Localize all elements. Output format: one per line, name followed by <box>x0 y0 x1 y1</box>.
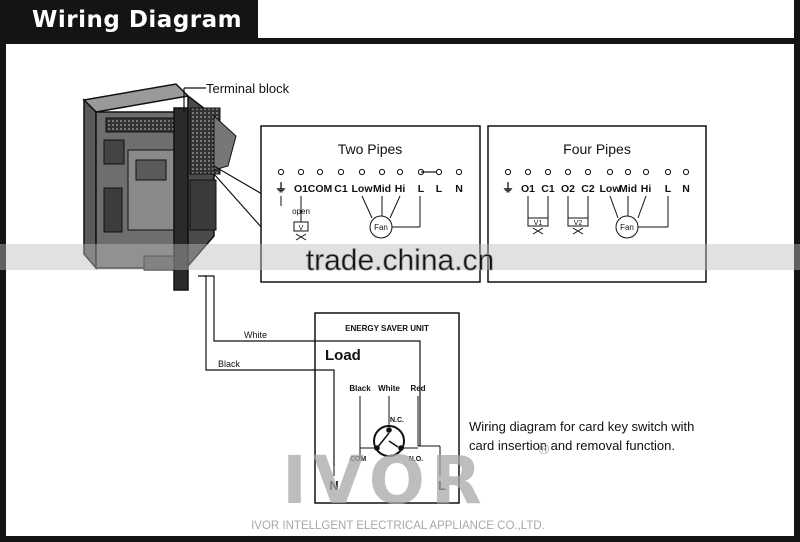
white-terminal-label: White <box>378 384 400 393</box>
valve2-label: V2 <box>574 220 583 227</box>
terminal-screw-icon <box>642 168 650 176</box>
valve1-label: V1 <box>534 220 543 227</box>
ivor-logo: IVOR <box>282 442 487 519</box>
terminal-label: Hi <box>641 183 652 195</box>
com-label: COM <box>350 456 367 463</box>
terminal-screw-icon <box>682 168 690 176</box>
terminal-screw-icon <box>337 168 345 176</box>
live-label: L <box>438 478 446 493</box>
terminal-screw-icon <box>435 168 443 176</box>
white-wire <box>204 275 421 446</box>
terminal-label: L <box>418 183 425 195</box>
red-terminal-label: Red <box>410 384 425 393</box>
terminal-label: Low <box>352 183 374 195</box>
terminal-screw-icon <box>606 168 614 176</box>
registered-mark: ® <box>537 442 551 458</box>
terminal-screw-icon <box>358 168 366 176</box>
terminal-label: COM <box>308 183 333 195</box>
terminal-label: L <box>436 183 443 195</box>
terminal-label: C1 <box>334 183 348 195</box>
terminal-screw-icon <box>297 168 305 176</box>
terminal-screw-icon <box>316 168 324 176</box>
company-name: IVOR INTELLGENT ELECTRICAL APPLIANCE CO.… <box>251 520 545 532</box>
neutral-label: N <box>329 478 338 493</box>
terminal-label: N <box>682 183 690 195</box>
energy-saver-unit: ENERGY SAVER UNIT Load Black White Red N… <box>314 312 460 504</box>
terminal-screw-icon <box>455 168 463 176</box>
terminal-label: Low <box>600 183 622 195</box>
terminal-screw-icon <box>584 168 592 176</box>
terminal-label: Mid <box>373 183 391 195</box>
terminal-label: ⏚ <box>275 181 287 195</box>
terminal-label: O1 <box>521 183 535 195</box>
terminal-label: O1 <box>294 183 308 195</box>
terminal-label: Hi <box>395 183 406 195</box>
terminal-label: ⏚ <box>502 181 514 195</box>
terminal-screw-icon <box>277 168 285 176</box>
watermark-text: trade.china.cn <box>306 244 494 277</box>
terminal-screw-icon <box>624 168 632 176</box>
black-wire-label: Black <box>218 359 241 369</box>
terminal-screw-icon <box>524 168 532 176</box>
valve-open-label: open <box>292 207 310 216</box>
terminal-screw-icon <box>664 168 672 176</box>
terminal-label: O2 <box>561 183 575 195</box>
terminal-screw-icon <box>396 168 404 176</box>
no-label: N.O. <box>409 456 423 463</box>
two-pipes-title: Two Pipes <box>338 141 403 157</box>
load-label: Load <box>325 347 361 364</box>
watermark-band <box>0 244 800 270</box>
fan-label: Fan <box>620 223 634 232</box>
black-wire <box>198 275 335 466</box>
page-title: Wiring Diagram <box>0 0 258 44</box>
terminal-screw-icon <box>504 168 512 176</box>
four-pipes-title: Four Pipes <box>563 141 631 157</box>
valve-label: V <box>299 225 304 232</box>
terminal-label: C1 <box>541 183 555 195</box>
terminal-label: Mid <box>619 183 637 195</box>
description-line1: Wiring diagram for card key switch with <box>469 419 694 434</box>
terminal-screw-icon <box>564 168 572 176</box>
header-rule <box>258 38 800 44</box>
thermostat-device <box>82 83 237 291</box>
black-terminal-label: Black <box>349 384 371 393</box>
description-line2: card insertion and removal function. <box>469 438 675 453</box>
terminal-label: C2 <box>581 183 595 195</box>
nc-label: N.C. <box>390 417 404 424</box>
terminal-label: L <box>665 183 672 195</box>
terminal-screw-icon <box>544 168 552 176</box>
terminal-screw-icon <box>378 168 386 176</box>
white-wire-label: White <box>244 330 267 340</box>
fan-label: Fan <box>374 223 388 232</box>
energy-saver-title: ENERGY SAVER UNIT <box>345 324 429 333</box>
terminal-block-label: Terminal block <box>206 81 290 96</box>
terminal-label: N <box>455 183 463 195</box>
